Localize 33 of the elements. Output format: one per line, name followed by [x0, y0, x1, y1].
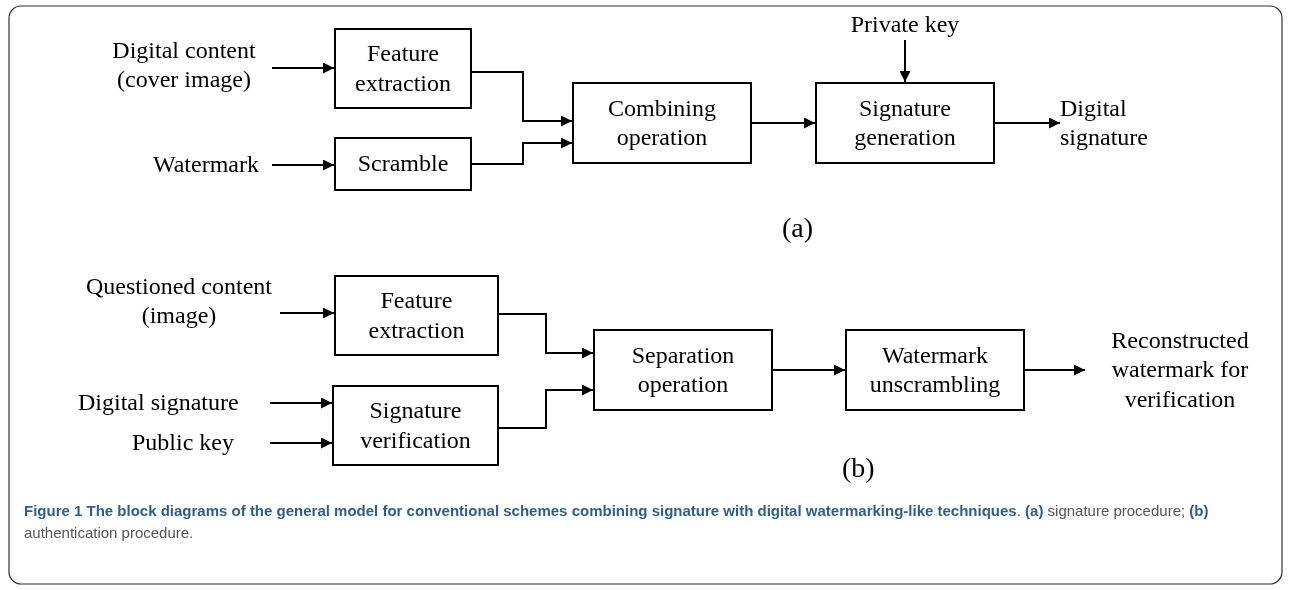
figure-caption: Figure 1 The block diagrams of the general model for conventional schemes combining signature with digital watermarking-like techniques. (a) signature procedure; (b) authentication procedure. — [24, 501, 1210, 543]
process-box: Signature generation — [815, 82, 995, 164]
arrow — [279, 307, 335, 319]
node-label: Watermark — [153, 150, 259, 180]
arrow — [471, 137, 573, 165]
arrow — [498, 384, 594, 429]
node-label: Public key — [132, 428, 234, 458]
process-box: Feature extraction — [334, 275, 499, 356]
node-label: Digital content (cover image) — [111, 35, 257, 94]
arrow — [1024, 364, 1086, 376]
process-box: Signature verification — [332, 385, 499, 466]
node-label: Digital signature — [1060, 93, 1149, 152]
arrow — [899, 39, 911, 83]
panel-label: (b) — [842, 452, 875, 484]
node-label: Reconstructed watermark for verification — [1110, 326, 1250, 414]
node-label: Private key — [850, 10, 960, 40]
arrow — [271, 159, 335, 171]
process-box: Watermark unscrambling — [845, 329, 1025, 411]
process-box: Scramble — [334, 137, 472, 191]
panel-label: (a) — [782, 212, 814, 244]
arrow — [269, 397, 333, 409]
process-box: Separation operation — [593, 329, 773, 411]
arrow — [271, 62, 335, 74]
process-box: Feature extraction — [334, 28, 472, 109]
node-label: Digital signature — [78, 388, 239, 418]
arrow — [994, 117, 1061, 129]
arrow — [471, 71, 573, 127]
arrow — [772, 364, 846, 376]
arrow — [269, 437, 333, 449]
arrow — [751, 117, 816, 129]
node-label: Questioned content (image) — [85, 271, 273, 330]
arrow — [498, 313, 594, 359]
process-box: Combining operation — [572, 82, 752, 164]
